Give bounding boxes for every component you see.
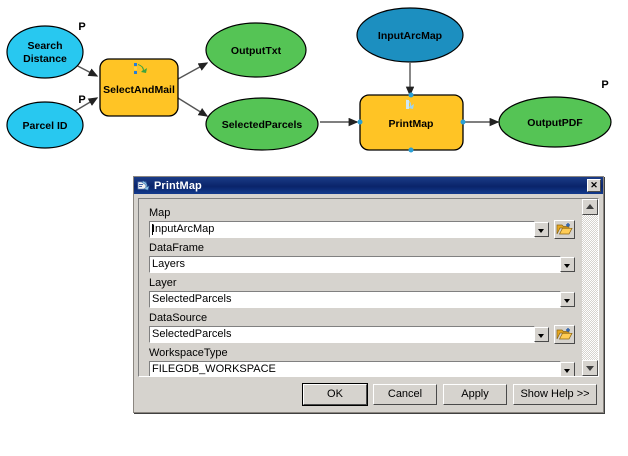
map-browse-button[interactable] (554, 220, 575, 239)
node-parcel-id[interactable]: Parcel ID (6, 101, 84, 149)
parameters-scrollbar[interactable] (581, 199, 598, 376)
ok-button[interactable]: OK (302, 383, 368, 406)
field-dataframe: DataFrame Layers (149, 242, 575, 273)
close-icon[interactable]: ✕ (587, 179, 601, 192)
show-help-button[interactable]: Show Help >> (513, 384, 597, 405)
node-selected-parcels[interactable]: SelectedParcels (205, 97, 319, 151)
node-select-and-mail[interactable]: SelectAndMail (99, 58, 179, 117)
field-workspacetype: WorkspaceType FILEGDB_WORKSPACE (149, 347, 575, 376)
map-input[interactable]: InputArcMap (149, 221, 535, 238)
apply-button[interactable]: Apply (443, 384, 507, 405)
field-dataframe-label: DataFrame (149, 242, 205, 254)
datasource-browse-button[interactable] (554, 325, 575, 344)
node-print-map-label: PrintMap (389, 118, 434, 130)
node-input-arcmap[interactable]: InputArcMap (356, 7, 464, 63)
field-layer: Layer SelectedParcels (149, 277, 575, 308)
node-print-map[interactable]: PrintMap (357, 92, 466, 153)
node-output-pdf[interactable]: OutputPDF (498, 96, 612, 148)
datasource-input[interactable]: SelectedParcels (149, 326, 535, 343)
script-icon-print-map (405, 99, 414, 109)
parameter-marker-parcel-id: P (78, 94, 85, 106)
script-tool-icon (137, 179, 150, 192)
workspacetype-dropdown-arrow-icon[interactable] (560, 362, 575, 376)
parameter-marker-search-distance: P (78, 21, 85, 33)
datasource-dropdown-arrow-icon[interactable] (534, 327, 549, 342)
node-search-distance[interactable]: Search Distance (6, 25, 84, 79)
parameter-marker-output-pdf: P (601, 79, 608, 91)
field-workspacetype-label: WorkspaceType (149, 347, 228, 359)
dialog-button-bar: OK Cancel Apply Show Help >> (302, 383, 597, 406)
layer-dropdown-arrow-icon[interactable] (560, 292, 575, 307)
node-input-arcmap-label: InputArcMap (378, 30, 442, 42)
node-output-txt-label: OutputTxt (231, 45, 282, 57)
parameters-panel: Map InputArcMap (138, 198, 599, 377)
node-select-and-mail-label: SelectAndMail (103, 84, 175, 96)
scroll-down-arrow-icon[interactable] (582, 360, 598, 376)
dialog-titlebar[interactable]: PrintMap ✕ (134, 177, 603, 194)
node-parcel-id-label: Parcel ID (23, 120, 68, 132)
scroll-up-arrow-icon[interactable] (582, 199, 598, 215)
printmap-dialog[interactable]: PrintMap ✕ Map InputArcMap (133, 176, 604, 413)
dataframe-input[interactable]: Layers (149, 256, 561, 273)
node-search-distance-label-line2: Distance (23, 53, 67, 65)
connector-selectandmail-to-selectedparcels (177, 97, 209, 117)
model-diagram[interactable]: Search Distance P Parcel ID P SelectAndM… (0, 0, 628, 170)
dataframe-dropdown-arrow-icon[interactable] (560, 257, 575, 272)
connector-selectandmail-to-outputtxt (177, 62, 209, 80)
layer-input[interactable]: SelectedParcels (149, 291, 561, 308)
map-dropdown-arrow-icon[interactable] (534, 222, 549, 237)
node-search-distance-label-line1: Search (27, 40, 62, 52)
workspacetype-input[interactable]: FILEGDB_WORKSPACE (149, 361, 561, 376)
script-icon-select-and-mail (134, 63, 147, 74)
selection-handle-top[interactable] (408, 92, 414, 98)
selection-handle-left[interactable] (357, 119, 363, 125)
field-datasource-label: DataSource (149, 312, 208, 324)
field-layer-label: Layer (149, 277, 177, 289)
field-datasource: DataSource SelectedParcels (149, 312, 575, 344)
field-map-label: Map (149, 207, 171, 219)
field-map: Map InputArcMap (149, 207, 575, 239)
cancel-button[interactable]: Cancel (373, 384, 437, 405)
dialog-title: PrintMap (154, 179, 202, 192)
selection-handle-right[interactable] (460, 119, 466, 125)
dialog-body: Map InputArcMap (134, 194, 603, 412)
selection-handle-bottom[interactable] (408, 147, 414, 153)
node-selected-parcels-label: SelectedParcels (222, 119, 303, 131)
fields-area: Map InputArcMap (139, 199, 581, 376)
node-output-pdf-label: OutputPDF (527, 117, 583, 129)
node-output-txt[interactable]: OutputTxt (205, 22, 307, 78)
